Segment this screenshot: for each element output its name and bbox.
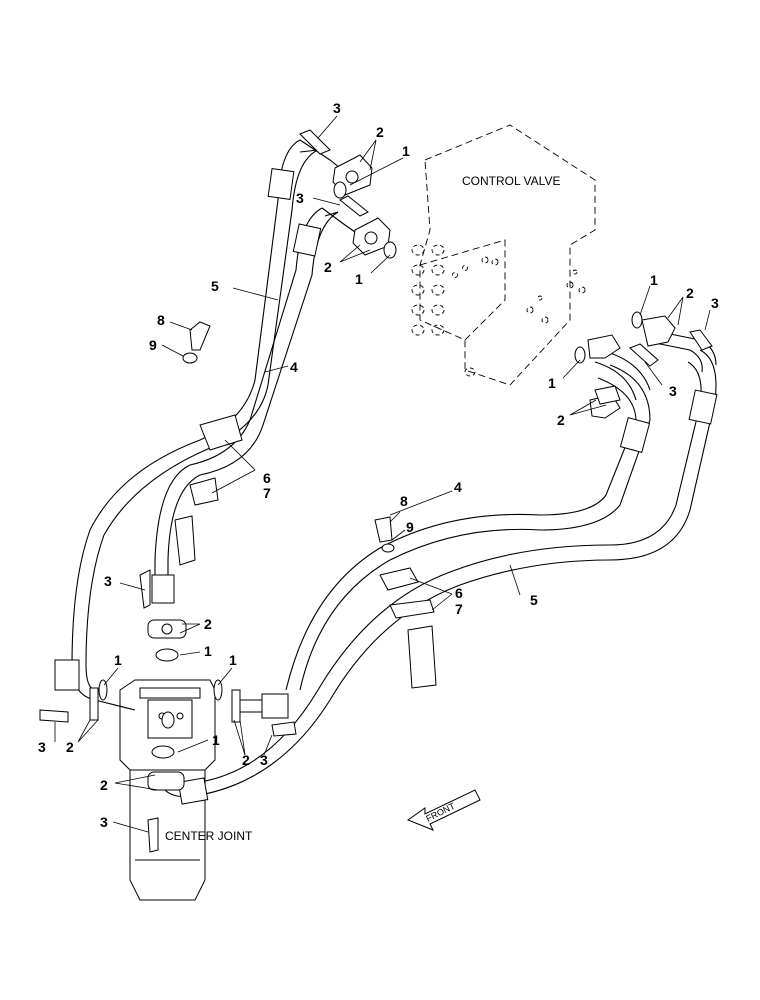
callout-1: 1 [402,143,410,159]
callout-1: 1 [204,643,212,659]
callout-6: 6 [263,470,271,486]
control-valve-ports [411,244,586,377]
hose-5-right [199,349,718,796]
center-joint-label: CENTER JOINT [165,829,253,843]
leader-lines [54,115,711,833]
callout-5: 5 [211,278,219,294]
bolts [39,129,713,853]
control-valve-label: CONTROL VALVE [462,174,560,188]
callout-2: 2 [66,739,74,755]
callout-6: 6 [455,585,463,601]
callout-1: 1 [229,652,237,668]
center-joint-pipes [54,659,289,805]
hose-4-left [151,207,339,604]
callout-4: 4 [290,359,298,375]
callout-8: 8 [400,493,408,509]
hose-4-right [285,364,651,691]
clamps [174,385,621,689]
callout-2: 2 [686,285,694,301]
flanges [89,154,676,791]
callout-3: 3 [260,752,268,768]
callout-3: 3 [296,190,304,206]
front-arrow: FRONT [406,789,481,831]
callout-9: 9 [149,337,157,353]
callout-2: 2 [324,259,332,275]
o-rings [98,181,643,759]
callout-7: 7 [455,601,463,617]
callout-3: 3 [104,573,112,589]
callout-3: 3 [100,814,108,830]
callout-2: 2 [557,412,565,428]
hose-5-left [71,139,319,666]
callout-2: 2 [100,777,108,793]
callout-3: 3 [711,295,719,311]
callout-3: 3 [669,383,677,399]
callout-3: 3 [38,739,46,755]
callouts: 3 2 1 3 2 1 5 8 9 4 1 2 3 1 3 2 6 7 4 8 … [38,100,719,830]
callout-1: 1 [355,271,363,287]
callout-2: 2 [242,752,250,768]
callout-1: 1 [548,375,556,391]
callout-7: 7 [263,485,271,501]
callout-1: 1 [212,732,220,748]
callout-5: 5 [530,592,538,608]
callout-2: 2 [376,124,384,140]
callout-9: 9 [406,519,414,535]
callout-2: 2 [204,616,212,632]
callout-1: 1 [114,652,122,668]
callout-8: 8 [157,312,165,328]
control-valve: CONTROL VALVE [411,124,596,386]
callout-1: 1 [650,272,658,288]
callout-4: 4 [454,479,462,495]
callout-3: 3 [333,100,341,116]
